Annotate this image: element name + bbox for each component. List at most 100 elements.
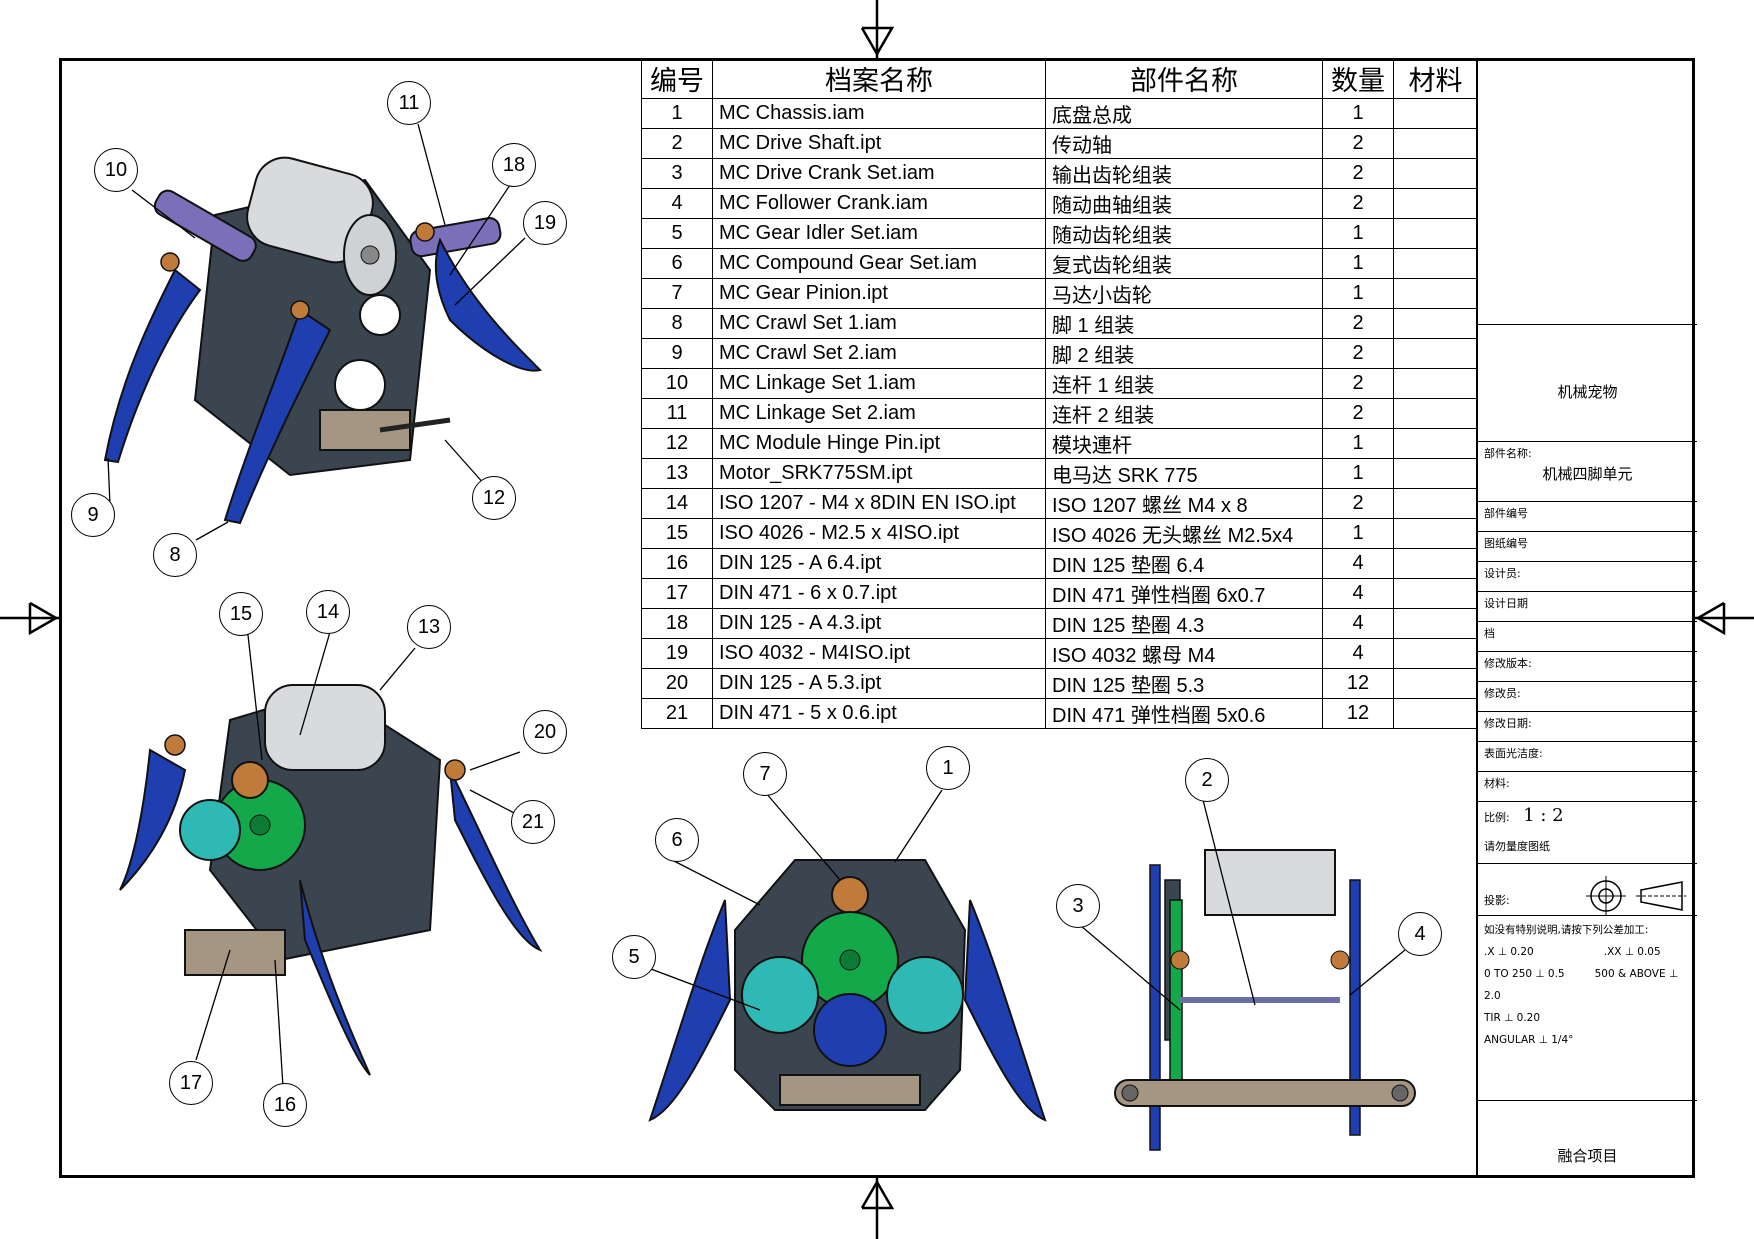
- tolerance-row-1: .X ⊥ 0.20.XX ⊥ 0.05: [1484, 941, 1691, 963]
- bom-cell-file-name: MC Linkage Set 1.iam: [712, 368, 1046, 399]
- tolerance-note: 如没有特别说明,请按下列公差加工:: [1484, 924, 1649, 936]
- bom-cell-part-name: 脚 1 组装: [1045, 308, 1323, 339]
- bom-cell-part-name: DIN 471 弹性档圈 5x0.6: [1045, 698, 1323, 729]
- part-name-cell: 部件名称: 机械四脚单元: [1478, 441, 1697, 501]
- isometric-view-rear-assembly: [119, 684, 543, 1076]
- reviser-label: 修改员:: [1478, 681, 1697, 711]
- hinge-module: [1114, 1079, 1416, 1107]
- bom-cell-part-name: 随动齿轮组装: [1045, 218, 1323, 249]
- idler-gear-right: [886, 956, 964, 1034]
- bom-cell-part-name: 连杆 2 组装: [1045, 398, 1323, 429]
- leg-right: [963, 899, 1047, 1122]
- bom-cell-part-name: DIN 471 弹性档圈 6x0.7: [1045, 578, 1323, 609]
- bom-cell-number: 14: [641, 488, 713, 519]
- no-scale-note: 请勿量度图纸: [1484, 840, 1550, 853]
- bom-cell-quantity: 1: [1322, 218, 1394, 249]
- scale-value: 1 : 2: [1523, 805, 1564, 826]
- bom-cell-file-name: DIN 471 - 5 x 0.6.ipt: [712, 698, 1046, 729]
- leg-left: [648, 899, 732, 1122]
- balloon-6: 6: [655, 818, 699, 862]
- bom-cell-part-name: ISO 4032 螺母 M4: [1045, 638, 1323, 669]
- hinge-module: [779, 1074, 921, 1106]
- designer-label: 设计员:: [1478, 561, 1697, 591]
- part-number-label: 部件编号: [1478, 501, 1697, 531]
- bom-cell-quantity: 1: [1322, 458, 1394, 489]
- motor-body: [264, 684, 386, 771]
- balloon-leader-lines: [107, 123, 1406, 1088]
- bom-cell-file-name: MC Drive Shaft.ipt: [712, 128, 1046, 159]
- linkage-arm: [409, 217, 502, 258]
- balloon-20: 20: [523, 710, 567, 754]
- tol-0-250: 0 TO 250 ⊥ 0.5: [1484, 968, 1565, 980]
- bom-cell-file-name: MC Crawl Set 1.iam: [712, 308, 1046, 339]
- bom-header-row: 编号 档案名称 部件名称 数量 材料: [641, 58, 1478, 99]
- bom-cell-quantity: 12: [1322, 698, 1394, 729]
- bom-cell-part-name: DIN 125 垫圈 5.3: [1045, 668, 1323, 699]
- bottom-center-arrow: [860, 1178, 895, 1239]
- balloon-13: 13: [407, 605, 451, 649]
- bom-cell-quantity: 2: [1322, 158, 1394, 189]
- bom-header-quantity: 数量: [1322, 58, 1394, 99]
- bom-cell-part-name: 马达小齿轮: [1045, 278, 1323, 309]
- tol-xx: .XX ⊥ 0.05: [1603, 946, 1661, 958]
- balloon-14: 14: [306, 590, 350, 634]
- bom-cell-quantity: 2: [1322, 368, 1394, 399]
- bom-cell-material: [1393, 368, 1478, 399]
- balloon-1: 1: [926, 746, 970, 790]
- leg-left: [1149, 864, 1161, 1151]
- bom-cell-file-name: ISO 4026 - M2.5 x 4ISO.ipt: [712, 518, 1046, 549]
- bom-cell-number: 19: [641, 638, 713, 669]
- bom-cell-quantity: 4: [1322, 608, 1394, 639]
- bom-cell-quantity: 2: [1322, 128, 1394, 159]
- pinion-gear: [231, 761, 269, 799]
- scale-cell: 比例: 1 : 2 请勿量度图纸: [1478, 801, 1697, 863]
- drawing-number-label: 图纸编号: [1478, 531, 1697, 561]
- motor-body: [246, 156, 397, 296]
- bom-cell-file-name: MC Crawl Set 2.iam: [712, 338, 1046, 369]
- balloon-9: 9: [71, 493, 115, 537]
- gear-stack: [1169, 899, 1183, 1081]
- balloon-8: 8: [153, 533, 197, 577]
- idler-gear: [179, 799, 241, 861]
- balloon-16: 16: [263, 1083, 307, 1127]
- bom-cell-part-name: DIN 125 垫圈 4.3: [1045, 608, 1323, 639]
- balloon-11: 11: [387, 81, 431, 125]
- bom-cell-number: 15: [641, 518, 713, 549]
- leg-right: [434, 237, 542, 372]
- bom-cell-material: [1393, 608, 1478, 639]
- bom-cell-part-name: 脚 2 组装: [1045, 338, 1323, 369]
- left-center-arrow: [0, 601, 59, 636]
- tol-angular: ANGULAR ⊥ 1/4°: [1484, 1034, 1574, 1046]
- balloon-19: 19: [523, 201, 567, 245]
- bom-cell-quantity: 4: [1322, 548, 1394, 579]
- scale-label: 比例:: [1484, 811, 1510, 824]
- bom-cell-number: 17: [641, 578, 713, 609]
- balloon-3: 3: [1056, 884, 1100, 928]
- balloon-10: 10: [94, 148, 138, 192]
- bom-cell-number: 7: [641, 278, 713, 309]
- bom-cell-number: 18: [641, 608, 713, 639]
- bom-cell-file-name: MC Chassis.iam: [712, 98, 1046, 129]
- front-view-gearbox: [648, 859, 1047, 1122]
- bom-header-part-name: 部件名称: [1045, 58, 1323, 99]
- balloon-21: 21: [511, 800, 555, 844]
- bom-cell-number: 20: [641, 668, 713, 699]
- leg-left-front: [223, 308, 332, 525]
- bom-cell-quantity: 1: [1322, 278, 1394, 309]
